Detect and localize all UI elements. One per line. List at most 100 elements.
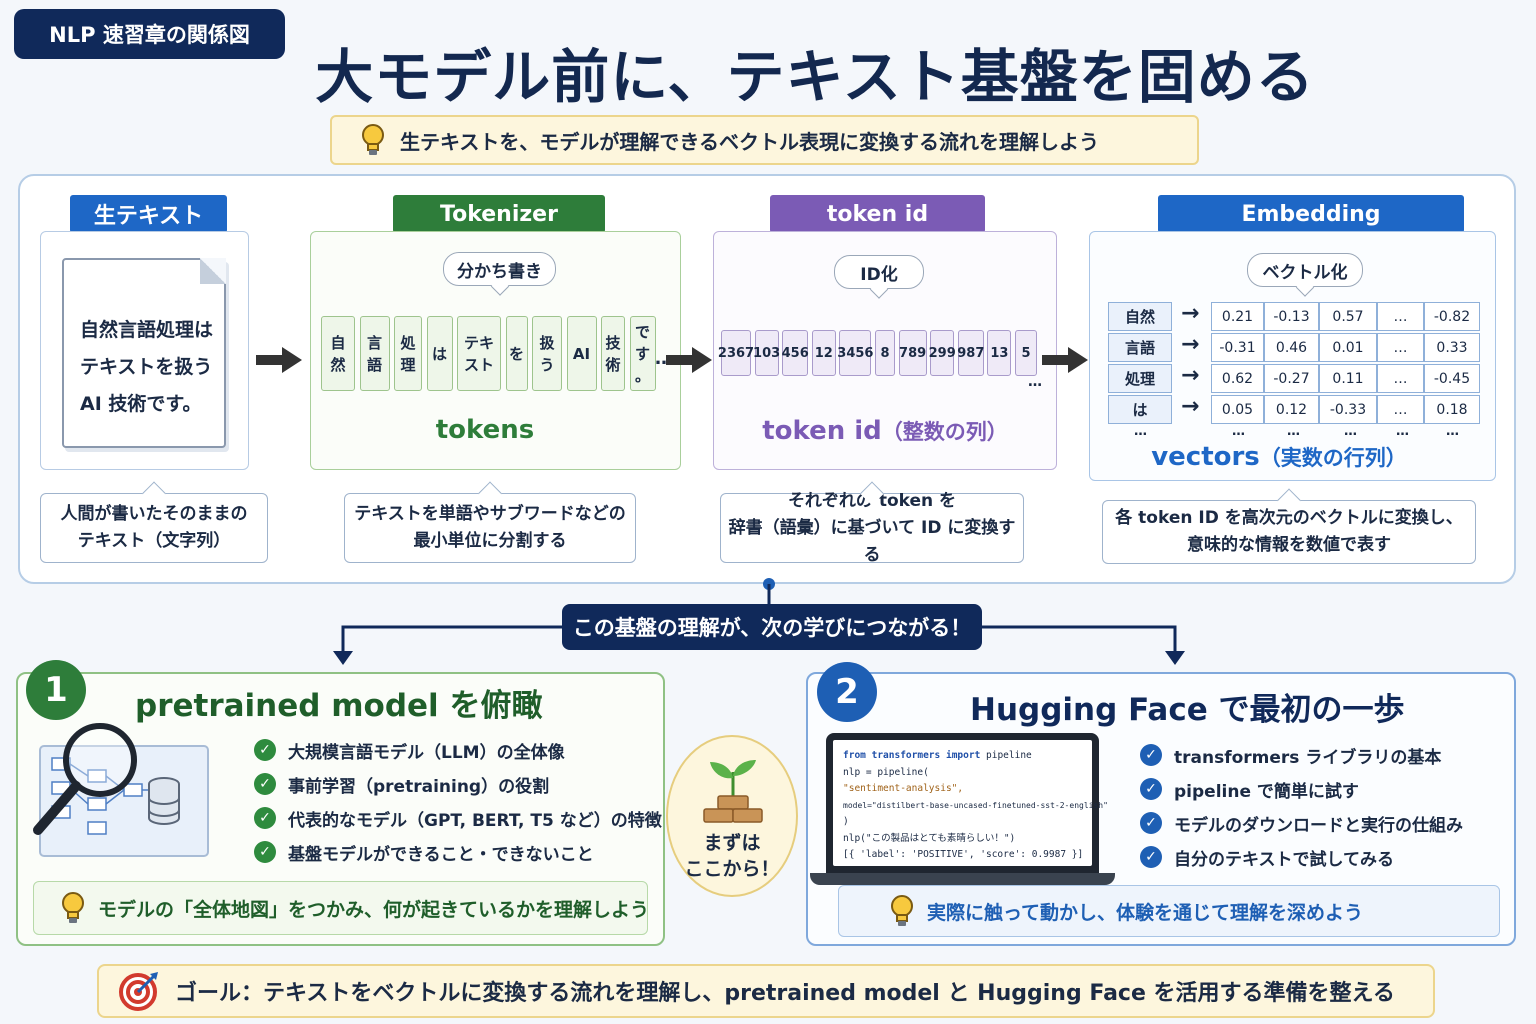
panel1-tip-text: モデルの「全体地図」をつかみ、何が起きているかを理解しよう <box>98 898 650 921</box>
stage-label-embedding: Embedding <box>1158 195 1464 233</box>
vector-row-label: は <box>1108 395 1172 424</box>
goal-text: ゴール：テキストをベクトルに変換する流れを理解し、pretrained mode… <box>175 981 1395 1006</box>
bubble-tokenize: 分かち書き <box>443 252 556 286</box>
callout-line: テキスト（文字列） <box>77 531 231 551</box>
callout-line: 辞書（語彙）に基づいて ID に変換する <box>728 517 1016 565</box>
page-title: 大モデル前に、テキスト基盤を固める <box>315 43 1315 111</box>
token-id-tile: 299 <box>929 330 956 376</box>
sprout-on-bricks-icon <box>703 760 763 823</box>
list-item: ✓ 大規模言語モデル（LLM）の全体像 <box>254 733 662 767</box>
vector-row-label: 言語 <box>1108 333 1172 362</box>
check-icon: ✓ <box>1140 812 1162 834</box>
vector-row-label: 自然 <box>1108 302 1172 331</box>
vector-cell: … <box>1377 364 1424 393</box>
token-id-tile: 789 <box>898 330 927 376</box>
check-icon: ✓ <box>1140 846 1162 868</box>
laptop-screen: from transformers import pipeline nlp = … <box>826 733 1108 873</box>
token-id-tile: 103 <box>753 330 780 376</box>
vector-ellipsis: … <box>1134 424 1147 439</box>
list-item: ✓transformers ライブラリの基本 <box>1140 738 1463 772</box>
token-tile: 扱う <box>532 316 562 391</box>
callout-line: それぞれの token を <box>787 490 957 511</box>
vector-cell: -0.45 <box>1424 364 1480 393</box>
callout-tokenid: それぞれの token を 辞書（語彙）に基づいて ID に変換する <box>720 491 1024 565</box>
stage-label-tokenizer: Tokenizer <box>393 195 605 233</box>
tokenid-caption: token id（整数の列） <box>713 416 1057 446</box>
check-icon: ✓ <box>254 739 276 761</box>
code-line: [{ 'label': 'POSITIVE', 'score': 0.9987 … <box>843 849 1084 860</box>
token-id-tile: 987 <box>957 330 984 376</box>
token-tile: AI <box>566 316 597 391</box>
vector-cell: … <box>1377 395 1424 424</box>
token-tile: は <box>426 316 453 391</box>
list-item: ✓pipeline で簡単に試す <box>1140 772 1463 806</box>
connector-banner: この基盤の理解が、次の学びにつながる！ <box>562 604 982 650</box>
token-tile: を <box>505 316 528 391</box>
step-number-1: 1 <box>26 660 86 720</box>
arrow-right-icon: → <box>1181 301 1200 326</box>
list-item-label: pipeline で簡単に試す <box>1174 781 1359 802</box>
target-icon <box>119 972 158 1011</box>
vector-cell: 0.21 <box>1211 302 1264 331</box>
code-line: "sentiment-analysis", <box>843 783 964 794</box>
vector-cell: 0.18 <box>1424 395 1480 424</box>
token-tile: 言語 <box>359 316 390 391</box>
code-sample: from transformers import pipeline nlp = … <box>833 740 1108 866</box>
callout-line: 意味的な情報を数値で表す <box>1187 535 1391 555</box>
code-line: ) <box>843 816 849 827</box>
token-id-tile: 456 <box>782 330 809 376</box>
token-tile: 自然 <box>321 316 355 391</box>
check-icon: ✓ <box>254 807 276 829</box>
connector-lines <box>333 578 1185 665</box>
callout-line: 各 token ID を高次元のベクトルに変換し、 <box>1115 508 1463 528</box>
list-item: ✓モデルのダウンロードと実行の仕組み <box>1140 806 1463 840</box>
doc-line: テキストを扱う <box>80 356 213 378</box>
callout-line: テキストを単語やサブワードなどの <box>354 504 626 524</box>
vector-cell: 0.62 <box>1211 364 1264 393</box>
list-item: ✓ 代表的なモデル（GPT, BERT, T5 など）の特徴 <box>254 801 662 835</box>
panel2-tip: 実際に触って動かし、体験を通じて理解を深めよう <box>838 885 1500 937</box>
lightbulb-icon <box>362 124 384 155</box>
code-line: nlp = pipeline( <box>843 766 929 778</box>
list-item-label: 事前学習（pretraining）の役割 <box>288 776 550 797</box>
vector-ellipsis: … <box>1344 424 1357 439</box>
code-token: transformers <box>871 750 946 761</box>
doc-line: AI 技術です。 <box>80 393 202 415</box>
panel1-tip: モデルの「全体地図」をつかみ、何が起きているかを理解しよう <box>33 881 650 935</box>
vector-cell: … <box>1377 302 1424 331</box>
step-number-2: 2 <box>817 662 877 722</box>
vector-cell: 0.12 <box>1264 395 1319 424</box>
tokens-caption: tokens <box>435 415 535 445</box>
token-id-tile: 3456 <box>837 330 873 376</box>
subtitle-box: 生テキストを、モデルが理解できるベクトル表現に変換する流れを理解しよう <box>330 115 1199 165</box>
callout-embedding: 各 token ID を高次元のベクトルに変換し、 意味的な情報を数値で表す <box>1102 500 1476 564</box>
vector-ellipsis: … <box>1232 424 1245 439</box>
callout-tokenizer: テキストを単語やサブワードなどの 最小単位に分割する <box>344 493 636 563</box>
lightbulb-icon <box>891 895 913 926</box>
arrow-right-icon: → <box>1181 363 1200 388</box>
arrow-right-icon <box>666 347 712 373</box>
token-tile: 処理 <box>394 316 422 391</box>
vector-cell: 0.33 <box>1424 333 1480 362</box>
list-item-label: transformers ライブラリの基本 <box>1174 747 1442 768</box>
vector-cell: 0.05 <box>1211 395 1264 424</box>
list-item-label: 代表的なモデル（GPT, BERT, T5 など）の特徴 <box>288 810 662 831</box>
token-id-tile: 5 <box>1015 330 1037 376</box>
vector-cell: 0.01 <box>1319 333 1377 362</box>
list-item-label: 大規模言語モデル（LLM）の全体像 <box>288 742 565 763</box>
magnifier-diagram-icon <box>33 723 209 857</box>
code-token: from <box>843 750 872 761</box>
callout-line: 人間が書いたそのままの <box>60 504 248 524</box>
code-line: nlp("この製品はとても素晴らしい！") <box>843 832 1016 844</box>
bubble-vectorize: ベクトル化 <box>1247 253 1363 287</box>
vector-cell: 0.46 <box>1264 333 1319 362</box>
document: 自然言語処理は テキストを扱う AI 技術です。 <box>62 258 226 448</box>
arrow-right-icon <box>1042 347 1088 373</box>
panel2-title: Hugging Face で最初の一歩 <box>970 692 1405 728</box>
subtitle-text: 生テキストを、モデルが理解できるベクトル表現に変換する流れを理解しよう <box>400 129 1099 154</box>
token-tile: 技術 <box>601 316 625 391</box>
vector-cell: … <box>1377 333 1424 362</box>
vectors-caption-sub: （実数の行列） <box>1259 446 1407 470</box>
bubble-id: ID化 <box>834 255 924 289</box>
callout-line: 最小単位に分割する <box>413 531 567 551</box>
